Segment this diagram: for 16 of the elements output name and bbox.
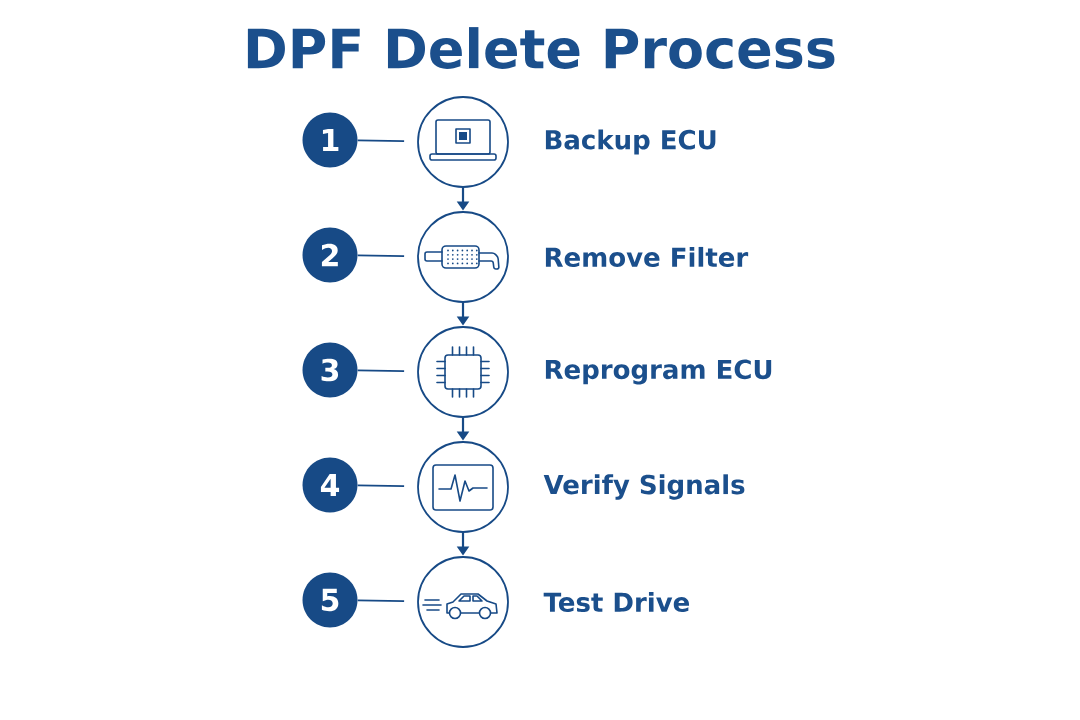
title: DPF Delete Process <box>247 27 835 69</box>
step-label: Test Drive <box>543 591 689 613</box>
step-label: Verify Signals <box>543 474 745 500</box>
connector-line <box>356 139 405 142</box>
number-badge: 4 <box>302 457 358 513</box>
step-label: Backup ECU <box>545 129 716 155</box>
number-badge: 3 <box>302 342 358 398</box>
step-label: Reprogram ECU <box>545 359 772 385</box>
number-badge: 1 <box>302 112 358 168</box>
connector-line <box>356 599 405 602</box>
connector-line <box>356 254 405 257</box>
step-label: Remove Filter <box>545 246 749 268</box>
number-badge: 2 <box>302 227 358 283</box>
number-badge: 5 <box>302 572 358 628</box>
connector-line <box>356 484 405 487</box>
connector-line <box>356 369 405 372</box>
